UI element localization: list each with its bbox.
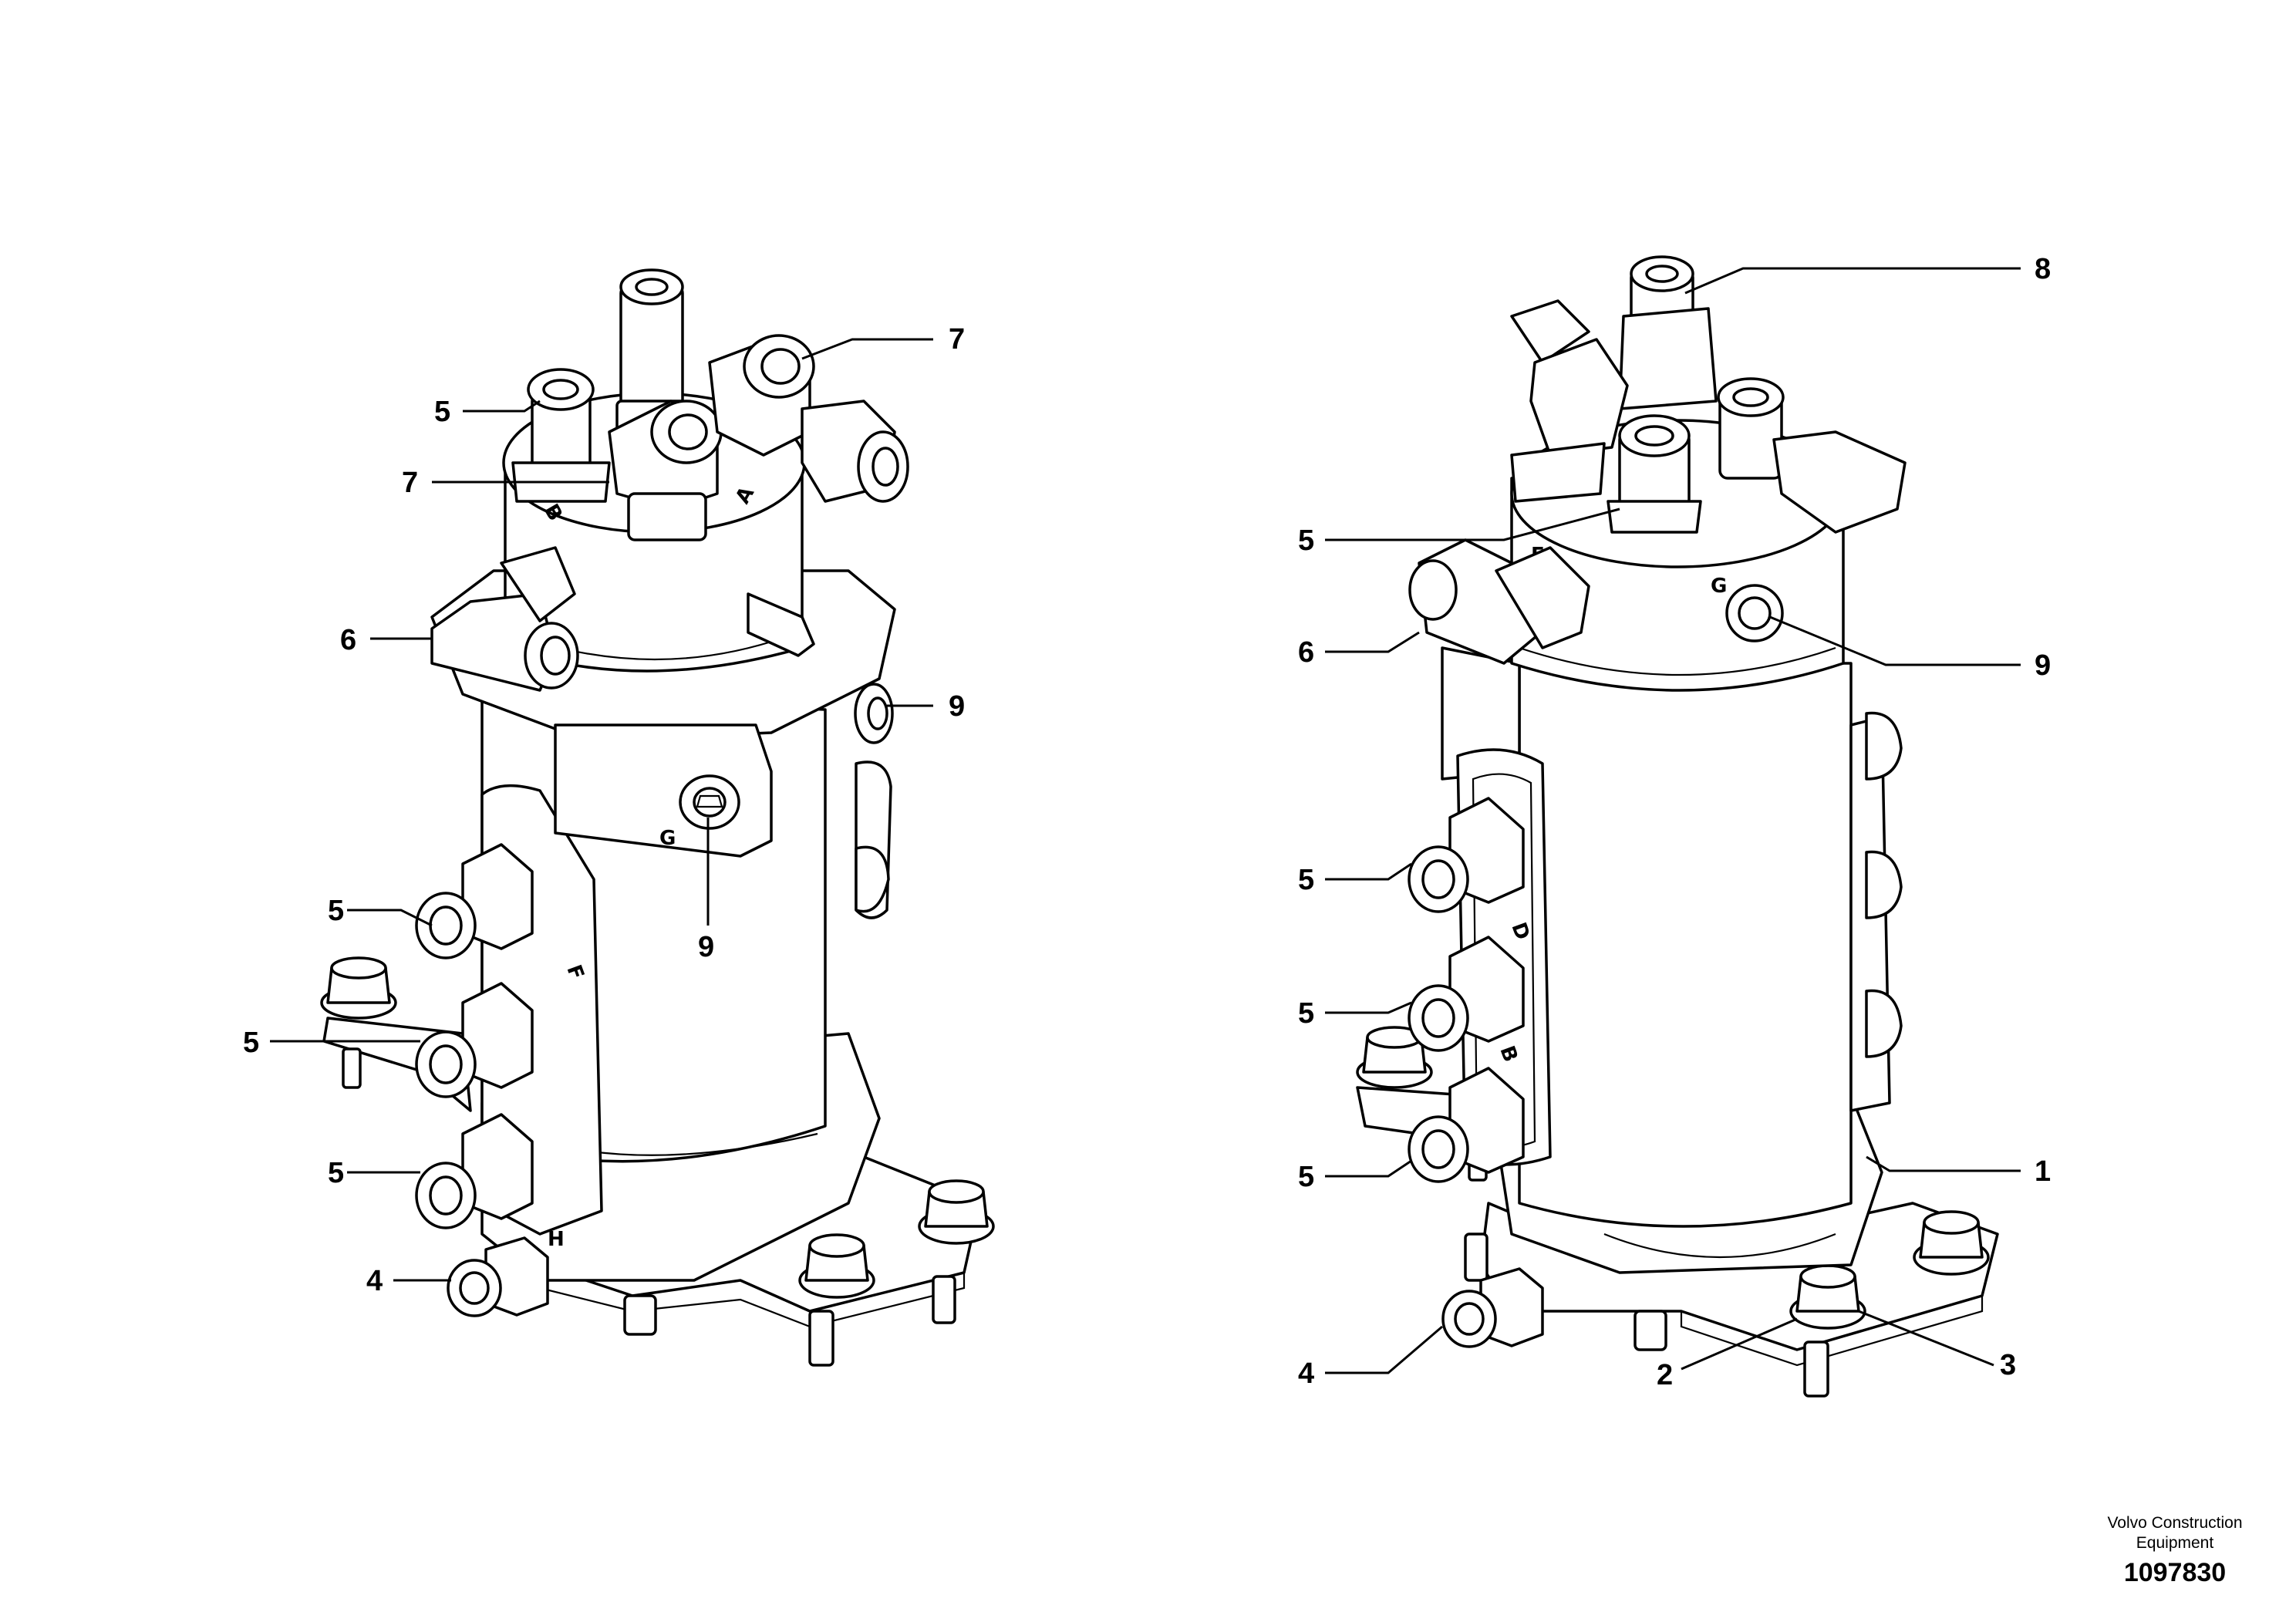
right-port-fitting-upper — [1408, 797, 1525, 913]
right-fitting-right-top — [1717, 377, 1785, 480]
right-plug-g — [1725, 584, 1784, 642]
left-plug-g — [679, 774, 740, 830]
svg-text:G: G — [1711, 575, 1727, 598]
callout-2-right: 2 — [1657, 1359, 1673, 1391]
left-fitting-6 — [430, 546, 579, 692]
callout-4-left: 4 — [366, 1265, 383, 1297]
callout-5-left-top: 5 — [434, 396, 450, 428]
right-fitting-elbow-right — [1772, 430, 1907, 534]
left-port-fitting-upper — [415, 843, 534, 959]
left-port-fitting-4 — [447, 1236, 549, 1317]
callout-5-right-port-middle: 5 — [1298, 997, 1314, 1030]
callout-3-right: 3 — [2000, 1349, 2016, 1381]
callout-5-right-port-lower: 5 — [1298, 1161, 1314, 1193]
right-fitting-8 — [1618, 255, 1718, 410]
right-base-bolt-1 — [1913, 1210, 1990, 1276]
left-plug-side — [854, 683, 894, 744]
callout-9-right: 9 — [2035, 649, 2051, 682]
callout-6-left: 6 — [340, 624, 356, 656]
right-base-bolt-2 — [1789, 1264, 1866, 1330]
callout-4-right: 4 — [1298, 1357, 1314, 1390]
left-base-bolt-2 — [798, 1233, 875, 1299]
right-fitting-angled — [1510, 299, 1629, 503]
callout-5-right-top: 5 — [1298, 524, 1314, 557]
right-port-fitting-lower — [1408, 1067, 1525, 1183]
callout-labels: 5 7 7 6 9 9 5 5 5 4 8 5 6 9 5 5 5 1 4 2 … — [243, 253, 2051, 1391]
left-fitting-7-rear — [708, 334, 815, 457]
callout-1-right: 1 — [2035, 1155, 2051, 1188]
callout-5-left-port-upper: 5 — [328, 895, 344, 927]
right-swivel-joint-drawing: D B G E — [1356, 255, 1999, 1398]
callout-9-left-side: 9 — [949, 690, 965, 723]
right-port-fitting-4 — [1441, 1267, 1544, 1348]
leader-lines — [270, 267, 2021, 1374]
company-name: Volvo Construction Equipment — [2107, 1514, 2243, 1552]
right-fitting-5-top — [1607, 414, 1702, 534]
left-fitting-5-top — [511, 368, 611, 503]
callout-7-left-right: 7 — [949, 323, 965, 356]
drawing-number: 1097830 — [2123, 1558, 2227, 1587]
callout-6-right: 6 — [1298, 636, 1314, 669]
left-fitting-right-elbow — [801, 400, 909, 503]
left-fitting-7-front — [608, 400, 723, 541]
svg-text:H: H — [548, 1228, 565, 1251]
right-port-fitting-middle — [1408, 936, 1525, 1052]
callout-9-left-front: 9 — [698, 931, 714, 963]
callout-5-right-port-upper: 5 — [1298, 864, 1314, 896]
svg-text:G: G — [659, 827, 676, 850]
callout-5-left-port-lower: 5 — [328, 1157, 344, 1189]
callout-8-right: 8 — [2035, 253, 2051, 285]
left-swivel-joint-drawing: G — [320, 268, 995, 1367]
left-port-fitting-middle — [415, 982, 534, 1098]
right-side-fittings-rear — [1865, 711, 1903, 1058]
left-port-fitting-lower — [415, 1113, 534, 1229]
right-fitting-6 — [1408, 538, 1590, 665]
left-base-bolt-1 — [918, 1179, 995, 1245]
callout-5-left-port-middle: 5 — [243, 1027, 259, 1059]
callout-7-left-front: 7 — [402, 467, 418, 499]
